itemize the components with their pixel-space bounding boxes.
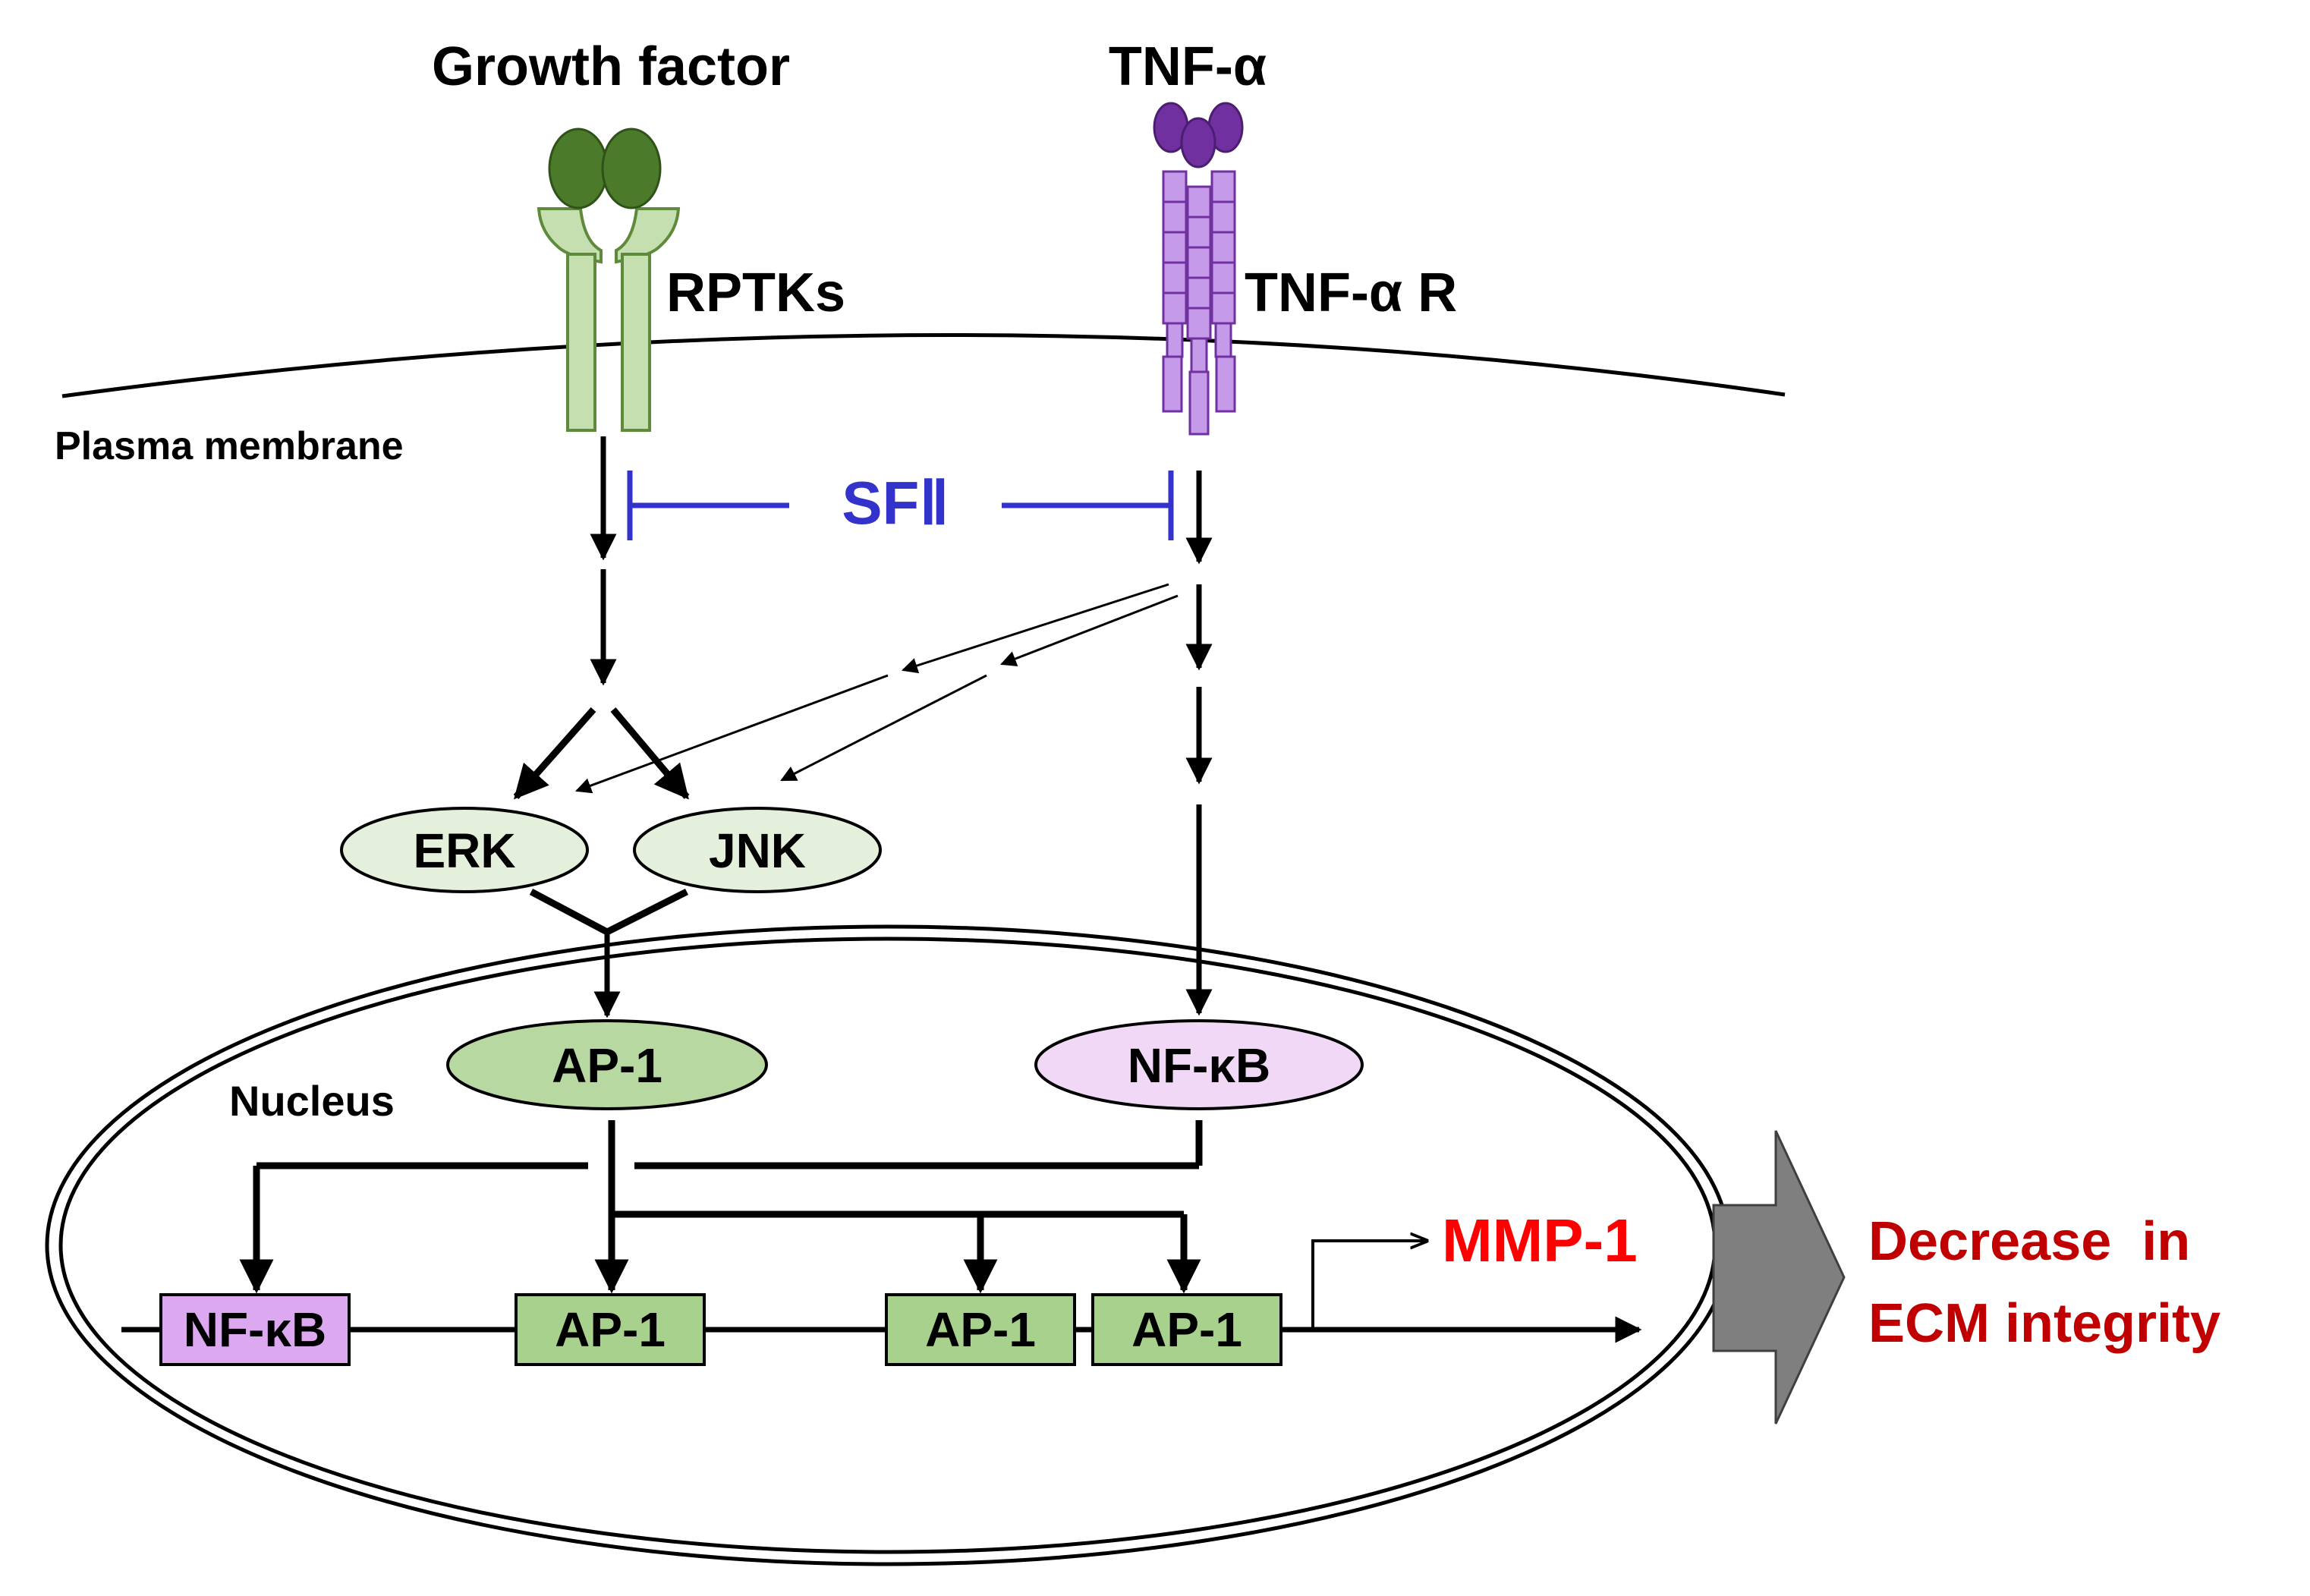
rptk-receptor-right-stalk — [621, 253, 651, 432]
tnf-to-jnk-arrow-a — [1000, 594, 1179, 666]
promoter-ap1-site-c-label: AP-1 — [1131, 1302, 1242, 1357]
nfkb-protein-label: NF-κB — [1128, 1038, 1271, 1093]
promoter-nfkb-site — [159, 1293, 351, 1366]
sf2-inhibition: SFⅡ — [627, 469, 1174, 540]
rptk-to-jnk-arrow — [610, 707, 690, 800]
nucleus-label: Nucleus — [229, 1077, 395, 1125]
tnf-alpha-receptor-label: TNF-α R — [1245, 263, 1457, 323]
promoter-nfkb-site-label: NF-κB — [184, 1302, 327, 1357]
tnf-to-jnk-arrow-b — [780, 674, 987, 782]
promoter-ap1-site-b-label: AP-1 — [925, 1302, 1036, 1357]
transcription-start-arrow — [1311, 1241, 1427, 1330]
tnf-alpha-label: TNF-α — [1109, 36, 1267, 97]
promoter-ap1-site-c — [1091, 1293, 1282, 1366]
growth-factor-ligand-left — [548, 127, 609, 209]
erk-label: ERK — [413, 823, 515, 878]
growth-factor-ligand-right — [601, 127, 662, 209]
rptks-label: RPTKs — [666, 263, 845, 323]
sf2-label: SFⅡ — [842, 469, 949, 537]
growth-factor-ligand — [548, 127, 662, 209]
promoter-ap1-site-b — [885, 1293, 1076, 1366]
tnf-alpha-ligand-center — [1180, 117, 1216, 168]
plasma-membrane-line — [61, 333, 1786, 398]
erk-node — [340, 807, 589, 893]
outcome-line-1: Decrease in — [1868, 1211, 2190, 1272]
rptk-receptor — [537, 207, 681, 432]
outcome-line-2: ECM integrity — [1868, 1293, 2220, 1354]
tnf-to-erk-arrow-a — [902, 583, 1169, 674]
jnk-to-ap1-line — [605, 888, 689, 936]
tnf-alpha-ligand — [1153, 102, 1244, 168]
growth-factor-label: Growth factor — [432, 36, 790, 97]
tnf-alpha-receptor — [1162, 170, 1236, 436]
tnf-to-erk-arrow-b — [575, 674, 889, 794]
rptk-receptor-left-stalk — [566, 253, 596, 432]
erk-to-ap1-line — [529, 889, 609, 935]
promoter-ap1-site-a-label: AP-1 — [555, 1302, 666, 1357]
nfkb-protein-node — [1034, 1019, 1364, 1110]
mmp1-label: MMP-1 — [1442, 1207, 1638, 1274]
jnk-node — [633, 807, 882, 893]
ap1-protein-label: AP-1 — [552, 1038, 662, 1093]
outcome-arrow — [1712, 1130, 1846, 1424]
rptk-to-erk-arrow — [513, 707, 596, 800]
promoter-ap1-site-a — [515, 1293, 706, 1366]
plasma-membrane-label: Plasma membrane — [55, 424, 404, 468]
jnk-label: JNK — [709, 823, 806, 878]
ap1-protein-node — [446, 1019, 768, 1110]
